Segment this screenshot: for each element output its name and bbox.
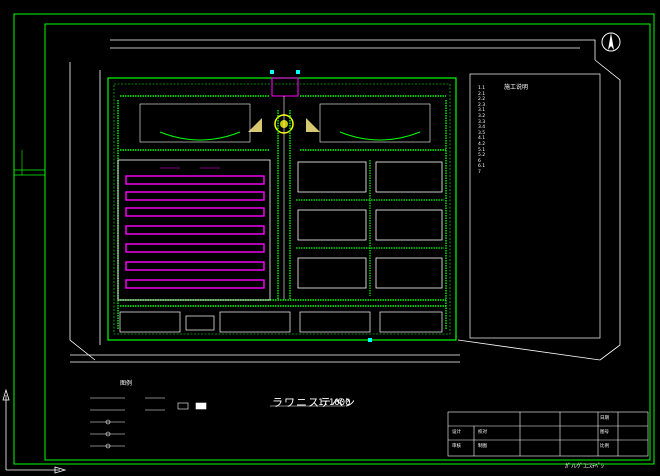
tree-belts [117, 95, 447, 330]
inner-frame [44, 23, 651, 461]
note-line: 1.1 [478, 86, 486, 91]
drawing-scale: 1:1000 [318, 398, 351, 408]
note-line: 5.2 [478, 153, 486, 159]
top-gardens [139, 103, 431, 143]
tb-cell-draw: 制图 [478, 444, 487, 449]
sheet-name: ｶﾞﾉﾚｳﾞｺﾆｽﾃﾍﾟｼ [565, 463, 605, 470]
note-line: 2.2 [478, 97, 486, 103]
tb-cell-design: 设计 [452, 430, 461, 435]
tb-cell-scale: 比例 [600, 444, 609, 449]
note-line: 5.1 [478, 147, 486, 153]
ucs-axis-icon [2, 388, 67, 474]
legend-symbols [90, 397, 207, 449]
note-line: 3.1 [478, 108, 486, 114]
note-line: 3.5 [478, 130, 486, 136]
title-block [447, 411, 649, 457]
legend-heading: 图例 [120, 380, 133, 387]
note-line: 7 [478, 169, 481, 175]
note-line: 2.3 [478, 102, 486, 108]
left-hall [117, 159, 271, 301]
tb-cell-review: 审核 [452, 444, 461, 449]
note-line: 6.1 [478, 164, 486, 170]
drawing-title: ラワニステペン [272, 396, 356, 409]
site-boundary [107, 77, 457, 341]
notes-list: 1.1 2.1 2.2 2.3 3.1 3.2 3.3 3.4 3.5 4.1 … [478, 86, 596, 176]
note-line: 3.3 [478, 119, 486, 125]
note-line: 4.1 [478, 136, 486, 142]
note-line: 4.2 [478, 141, 486, 147]
tb-cell-check: 校对 [478, 430, 487, 435]
notes-heading: 施工说明 [504, 84, 529, 91]
site-roads [69, 39, 621, 363]
tb-cell-date: 日期 [600, 416, 609, 421]
right-blocks [297, 161, 443, 289]
tb-cell-number: 图号 [600, 430, 609, 435]
note-line: 6 [478, 158, 481, 164]
note-line: 2.1 [478, 91, 486, 97]
note-line: 3.2 [478, 113, 486, 119]
notes-panel [469, 73, 601, 339]
entrance-plaza [248, 77, 320, 300]
north-arrow-icon [601, 32, 621, 52]
bottom-buildings [119, 311, 443, 333]
outer-frame [13, 13, 655, 465]
note-line: 3.4 [478, 125, 486, 131]
